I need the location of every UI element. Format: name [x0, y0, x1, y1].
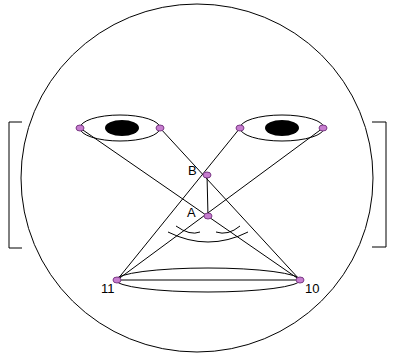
- landmark-dot: [319, 125, 327, 131]
- mouth: [116, 268, 300, 292]
- leader-line: [80, 128, 300, 280]
- point-label: 11: [101, 282, 115, 295]
- landmark-dot: [156, 125, 164, 131]
- landmark-dot: [76, 125, 84, 131]
- point-label: A: [187, 206, 196, 219]
- mouth-line: [117, 280, 300, 281]
- left-eye: [80, 115, 160, 141]
- left-ear: [9, 122, 22, 248]
- landmark-dot: [296, 277, 304, 283]
- left-pupil: [105, 120, 139, 136]
- right-ear: [372, 122, 386, 247]
- leader-line: [207, 175, 208, 216]
- right-pupil: [265, 120, 299, 136]
- landmark-dot: [204, 213, 212, 219]
- angle-arc: [216, 226, 240, 233]
- point-label: 10: [305, 282, 319, 295]
- angle-arc: [168, 232, 248, 242]
- leader-line: [117, 128, 240, 280]
- leader-line: [117, 128, 323, 280]
- angle-arc: [176, 226, 200, 233]
- landmark-dot: [203, 172, 211, 178]
- landmark-dot: [236, 125, 244, 131]
- leader-line: [160, 128, 300, 280]
- face-outline: [21, 4, 373, 352]
- point-label: B: [188, 164, 197, 177]
